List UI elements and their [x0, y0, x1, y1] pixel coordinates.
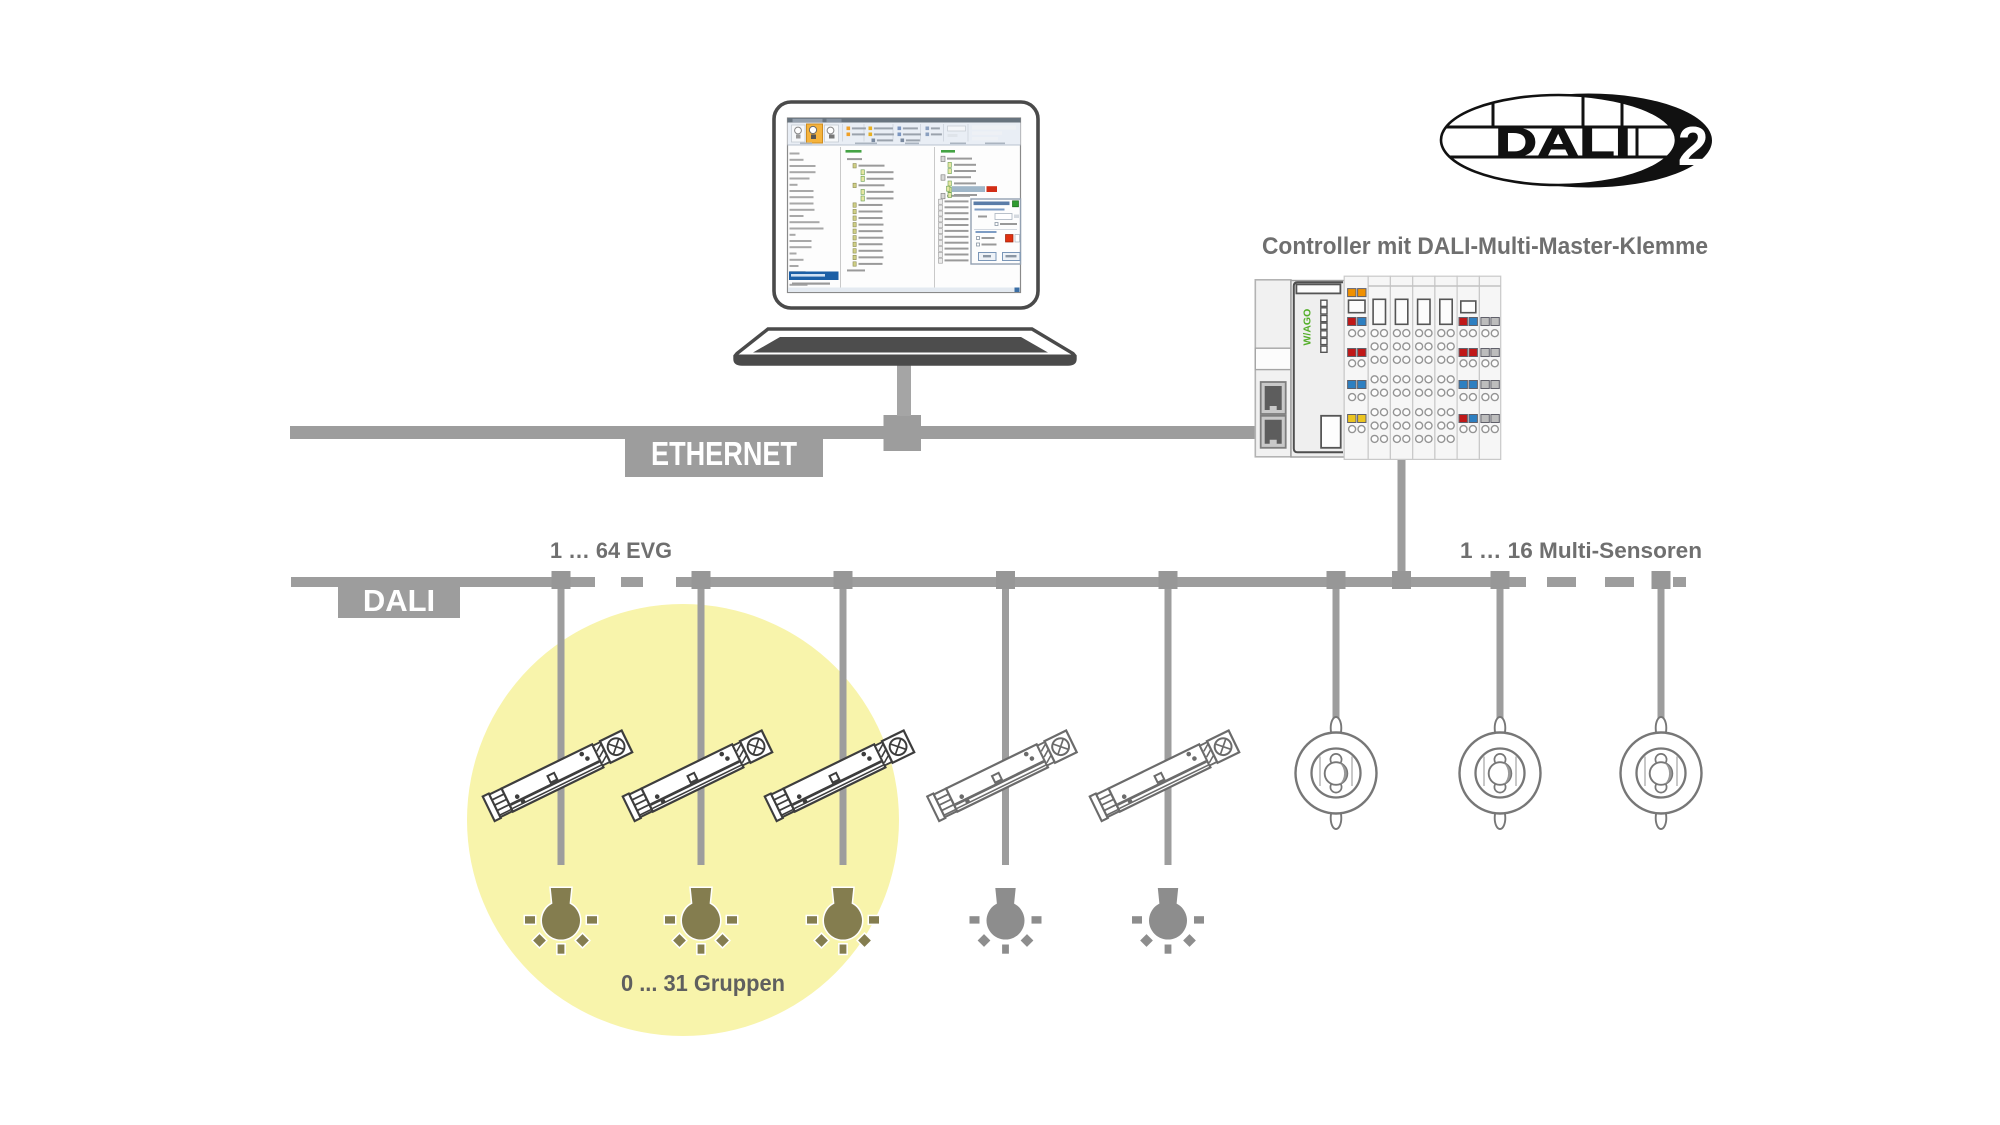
svg-text:ETHERNET: ETHERNET [651, 435, 797, 472]
svg-text:2: 2 [1678, 115, 1709, 177]
svg-text:DALI: DALI [1495, 119, 1631, 166]
svg-text:1 … 64 EVG: 1 … 64 EVG [550, 538, 672, 563]
svg-text:1 … 16 Multi-Sensoren: 1 … 16 Multi-Sensoren [1460, 538, 1702, 563]
svg-text:W/AGO: W/AGO [1302, 309, 1314, 346]
svg-text:Controller mit DALI-Multi-Mast: Controller mit DALI-Multi-Master-Klemme [1262, 233, 1708, 260]
svg-text:0 ... 31 Gruppen: 0 ... 31 Gruppen [621, 970, 785, 996]
svg-text:DALI: DALI [363, 583, 435, 618]
